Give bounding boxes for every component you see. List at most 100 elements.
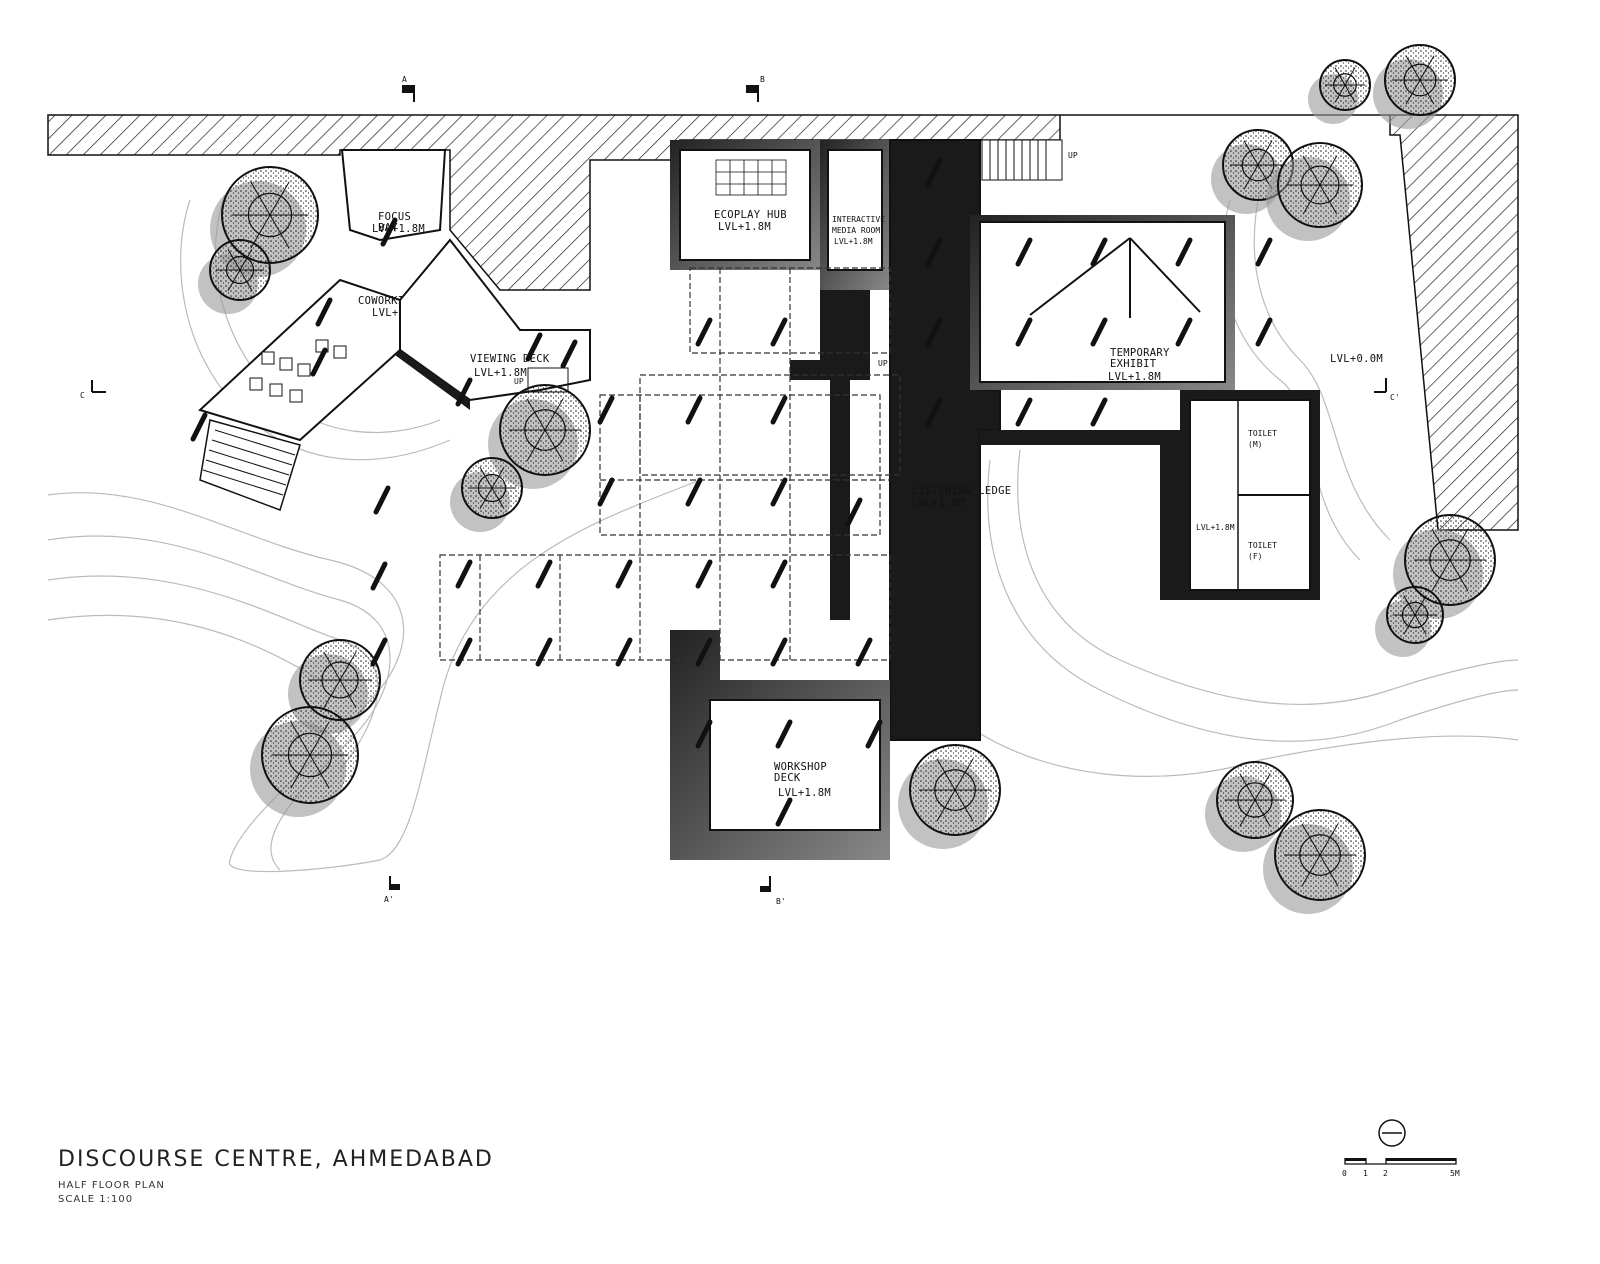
stair-up-label-1: UP xyxy=(514,377,524,386)
section-marker-b-bottom: B' xyxy=(760,876,786,906)
viewing-deck-level: LVL+1.8M xyxy=(474,367,527,379)
tree-3 xyxy=(450,457,523,532)
svg-text:5M: 5M xyxy=(1450,1169,1460,1178)
column-33 xyxy=(1015,317,1033,347)
column-2 xyxy=(370,561,388,591)
column-36 xyxy=(1015,397,1033,427)
column-8 xyxy=(685,395,703,425)
column-47 xyxy=(845,497,863,527)
tree-12 xyxy=(1263,809,1366,914)
column-46 xyxy=(310,347,328,377)
toilet-m-label: TOILET(M) xyxy=(1248,429,1277,449)
section-marker-a-top: A xyxy=(402,75,415,102)
column-31 xyxy=(1090,237,1108,267)
column-5 xyxy=(525,332,543,362)
tree-1 xyxy=(198,239,271,314)
column-28 xyxy=(925,317,943,347)
tree-14 xyxy=(1373,44,1456,129)
tree-10 xyxy=(1375,586,1444,657)
column-22 xyxy=(770,637,788,667)
column-12 xyxy=(770,477,788,507)
column-11 xyxy=(685,477,703,507)
scale-bar: 0 1 2 5M xyxy=(1342,1158,1460,1178)
column-43 xyxy=(775,797,793,827)
north-arrow xyxy=(1378,1119,1406,1147)
section-marker-c-left: C xyxy=(80,380,106,400)
stair-up-label-2: UP xyxy=(1068,151,1078,160)
tree-5 xyxy=(250,706,359,817)
column-1 xyxy=(373,485,391,515)
tree-9 xyxy=(1393,514,1496,619)
ground-level-label: LVL+0.0M xyxy=(1330,353,1383,365)
focus-bay-level: LVL+1.8M xyxy=(372,223,425,235)
column-30 xyxy=(1015,237,1033,267)
tree-6 xyxy=(898,744,1001,849)
column-37 xyxy=(1090,397,1108,427)
column-4 xyxy=(455,377,473,407)
tree-set xyxy=(198,44,1496,914)
column-44 xyxy=(315,297,333,327)
column-6 xyxy=(560,339,578,369)
column-14 xyxy=(535,559,553,589)
column-10 xyxy=(597,477,615,507)
coworking-space: COWORKING SPACE LVL+1.8M xyxy=(198,278,457,511)
column-29 xyxy=(925,397,943,427)
listening-ledge-level: LVL+1.8M xyxy=(912,497,965,509)
section-markers: A B C C' A' B' xyxy=(80,75,1400,906)
workshop-level: LVL+1.8M xyxy=(778,787,831,799)
column-15 xyxy=(615,559,633,589)
tree-11 xyxy=(1205,761,1294,852)
svg-text:A: A xyxy=(402,75,407,84)
viewing-deck-label: VIEWING DECK xyxy=(470,353,550,365)
column-0 xyxy=(190,412,208,442)
toilet-block: TOILET(M) TOILET(F) LVL+1.8M xyxy=(980,390,1320,600)
section-marker-c-right: C' xyxy=(1374,378,1400,402)
column-9 xyxy=(770,395,788,425)
section-marker-b-top: B xyxy=(746,75,765,102)
column-40 xyxy=(695,719,713,749)
svg-text:0: 0 xyxy=(1342,1169,1347,1178)
tree-13 xyxy=(1308,59,1371,124)
structural-grid xyxy=(439,267,901,661)
ecoplay-level: LVL+1.8M xyxy=(718,221,771,233)
svg-text:1: 1 xyxy=(1363,1169,1368,1178)
column-41 xyxy=(775,719,793,749)
column-7 xyxy=(597,395,615,425)
svg-text:B: B xyxy=(760,75,765,84)
column-24 xyxy=(695,317,713,347)
temp-exhibit-level: LVL+1.8M xyxy=(1108,371,1161,383)
svg-text:2: 2 xyxy=(1383,1169,1388,1178)
column-32 xyxy=(1175,237,1193,267)
column-21 xyxy=(695,637,713,667)
column-45 xyxy=(380,217,398,247)
column-39 xyxy=(1255,317,1273,347)
media-room-level: LVL+1.8M xyxy=(834,237,873,246)
ecoplay-label: ECOPLAY HUB xyxy=(714,209,787,221)
stair-up-label-3: UP xyxy=(878,359,888,368)
column-34 xyxy=(1090,317,1108,347)
column-13 xyxy=(455,559,473,589)
svg-text:B': B' xyxy=(776,897,786,906)
viewing-deck: VIEWING DECK LVL+1.8M UP xyxy=(395,238,591,410)
section-marker-a-bottom: A' xyxy=(384,876,400,904)
listening-ledge-label: LISTENING LEDGE xyxy=(912,485,1011,497)
column-26 xyxy=(925,157,943,187)
column-42 xyxy=(865,719,883,749)
toilet-f-label: TOILET(F) xyxy=(1248,541,1277,561)
column-38 xyxy=(1255,237,1273,267)
tree-8 xyxy=(1266,142,1363,241)
column-18 xyxy=(455,637,473,667)
column-19 xyxy=(535,637,553,667)
toilet-lobby-level: LVL+1.8M xyxy=(1196,523,1235,532)
svg-text:C': C' xyxy=(1390,393,1400,402)
column-20 xyxy=(615,637,633,667)
column-35 xyxy=(1175,317,1193,347)
drawing-scale: SCALE 1:100 xyxy=(58,1194,133,1205)
svg-text:A': A' xyxy=(384,895,394,904)
column-17 xyxy=(770,559,788,589)
column-16 xyxy=(695,559,713,589)
